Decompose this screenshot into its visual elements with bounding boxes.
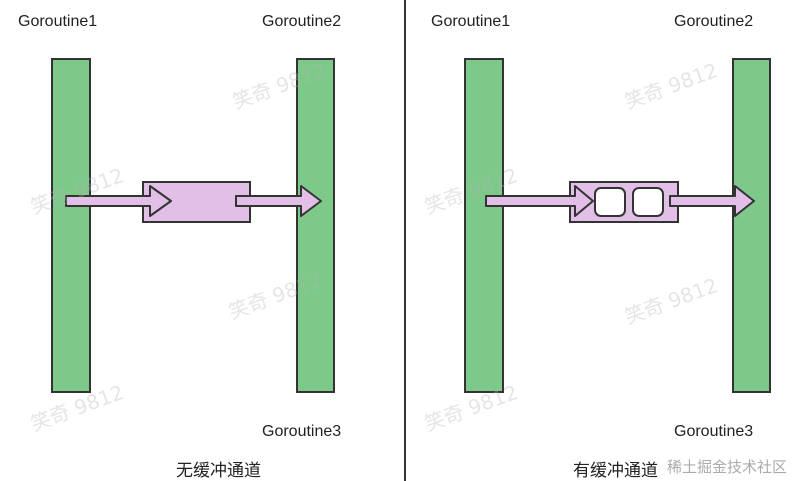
goroutine3-label-right: Goroutine3	[674, 423, 754, 440]
goroutine2-bar-right	[732, 58, 771, 393]
buffered-caption: 有缓冲通道	[573, 461, 658, 481]
buffer-slot-2	[632, 187, 664, 217]
goroutine3-label-left: Goroutine3	[262, 423, 342, 440]
receive-arrow-left	[235, 185, 322, 217]
goroutine2-bar-left	[296, 58, 335, 393]
send-arrow-left	[65, 185, 172, 217]
goroutine1-label-right: Goroutine1	[431, 13, 511, 30]
unbuffered-caption: 无缓冲通道	[176, 461, 261, 481]
goroutine1-bar-right	[464, 58, 504, 393]
buffer-slot-1	[594, 187, 626, 217]
send-arrow-right	[485, 185, 594, 217]
site-watermark: 稀土掘金技术社区	[667, 458, 788, 476]
goroutine1-bar-left	[51, 58, 91, 393]
goroutine1-label-left: Goroutine1	[18, 13, 98, 30]
goroutine2-label-left: Goroutine2	[262, 13, 342, 30]
receive-arrow-right	[669, 185, 755, 217]
goroutine2-label-right: Goroutine2	[674, 13, 754, 30]
